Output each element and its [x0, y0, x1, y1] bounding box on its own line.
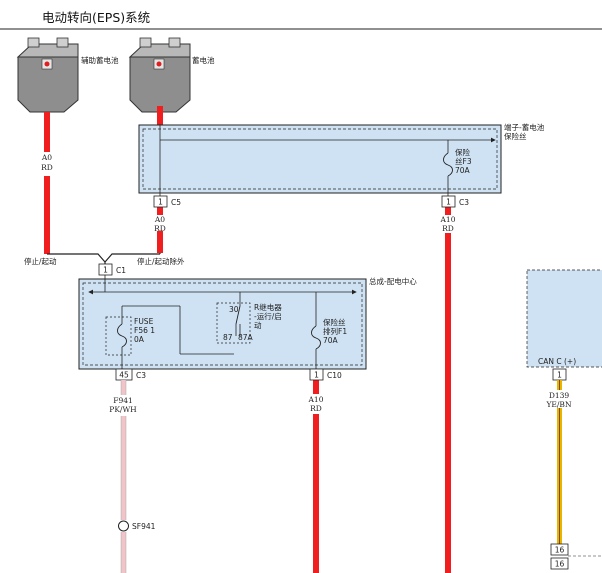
relay-pin-87a: 87A — [238, 333, 254, 342]
connector-c3-top: 1 C3 — [441, 195, 469, 208]
connector-c3-bottom: 45 C3 — [115, 368, 146, 381]
connector-c3-bottom-pin: 45 — [119, 371, 129, 380]
fuse-f56-label-2: F56 1 — [134, 326, 155, 335]
connector-can-pin: 1 — [557, 371, 562, 380]
connector-c3-top-name: C3 — [459, 198, 469, 207]
connector-bottom-pins: 16 16 — [550, 543, 602, 570]
splice-sf941-label: SF941 — [132, 522, 156, 531]
relay-pin-30: 30 — [229, 305, 239, 314]
fuse-f1: 保险丝 排列F1 70A — [311, 292, 347, 369]
can-module: CAN C (+) — [526, 269, 602, 368]
relay-label-3: 动 — [254, 320, 262, 330]
fuse-f1-label-1: 保险丝 — [323, 317, 346, 327]
fuse-f56: FUSE F56 1 0A — [105, 306, 155, 369]
splice-label-left: 停止/起动 — [24, 256, 57, 266]
wire-color-c3-top: RD — [442, 224, 454, 233]
wire-color-c5: RD — [154, 224, 166, 233]
connector-c1: 1 C1 — [98, 263, 126, 276]
run-start-relay: 30 87 87A R继电器 -运行/启 动 — [216, 292, 282, 344]
battery-icon — [16, 37, 79, 113]
connector-c10: 1 C10 — [309, 368, 342, 381]
diagram-title: 电动转向(EPS)系统 — [42, 10, 150, 25]
power-center-label: 总成-配电中心 — [369, 276, 417, 286]
splice-label-right: 停止/起动除外 — [137, 256, 185, 266]
wire-id-aux-battery: A0 — [41, 153, 52, 162]
relay-label-1: R继电器 — [254, 302, 282, 312]
red-wires — [44, 106, 451, 573]
main-battery: 蓄电池 — [128, 37, 215, 113]
wire-color-aux-battery: RD — [41, 163, 53, 172]
connector-c5: 1 C5 — [153, 195, 181, 208]
connector-can: 1 — [552, 368, 567, 381]
fuse-f56-label-3: 0A — [134, 335, 145, 344]
bottom-pin-b: 16 — [555, 560, 565, 569]
aux-battery: 辅助蓄电池 — [16, 37, 119, 113]
battery-icon — [128, 37, 191, 113]
wire-color-f941: PK/WH — [109, 405, 137, 414]
relay-label-2: -运行/启 — [254, 311, 282, 321]
pink-wire-f941 — [120, 380, 127, 573]
battery-fuse-box-label-2: 保险丝 — [504, 131, 527, 141]
yellow-wire-d139 — [557, 380, 562, 544]
wire-color-c10: RD — [310, 404, 322, 413]
fuse-f3-amp: 70A — [455, 166, 471, 175]
wire-id-c5: A0 — [154, 215, 165, 224]
connector-c10-pin: 1 — [314, 371, 319, 380]
power-distribution-center: FUSE F56 1 0A 30 87 87A R继电器 -运行/启 动 保险丝… — [78, 275, 417, 370]
fuse-f3-label-2: 丝F3 — [455, 156, 472, 166]
connector-c5-name: C5 — [171, 198, 181, 207]
can-module-label: CAN C (+) — [538, 357, 576, 366]
fuse-f56-label-1: FUSE — [134, 317, 154, 326]
connector-c1-pin: 1 — [103, 266, 108, 275]
wire-id-d139: D139 — [549, 391, 570, 400]
connector-c5-pin: 1 — [158, 198, 163, 207]
connector-c3-top-pin: 1 — [446, 198, 451, 207]
wire-id-c3-top: A10 — [440, 215, 456, 224]
fuse-f1-amp: 70A — [323, 336, 339, 345]
relay-pin-87: 87 — [223, 333, 233, 342]
connector-c3-bottom-name: C3 — [136, 371, 146, 380]
wire-id-f941: F941 — [113, 396, 133, 405]
wire-color-d139: YE/BN — [545, 400, 571, 409]
fuse-f3-label-1: 保险 — [455, 147, 470, 157]
connector-c10-name: C10 — [327, 371, 342, 380]
aux-battery-label: 辅助蓄电池 — [81, 55, 119, 65]
battery-fuse-box-label-1: 端子-蓄电池 — [504, 122, 545, 132]
battery-fuse-box: 保险 丝F3 70A 端子-蓄电池 保险丝 — [138, 122, 545, 196]
fuse-f3-symbol — [443, 152, 453, 177]
splice-sf941: SF941 — [118, 520, 156, 532]
bottom-pin-a: 16 — [555, 546, 565, 555]
connector-c1-name: C1 — [116, 266, 126, 275]
wire-id-c10: A10 — [308, 395, 324, 404]
fuse-f1-label-2: 排列F1 — [323, 326, 347, 336]
main-battery-label: 蓄电池 — [192, 55, 215, 65]
